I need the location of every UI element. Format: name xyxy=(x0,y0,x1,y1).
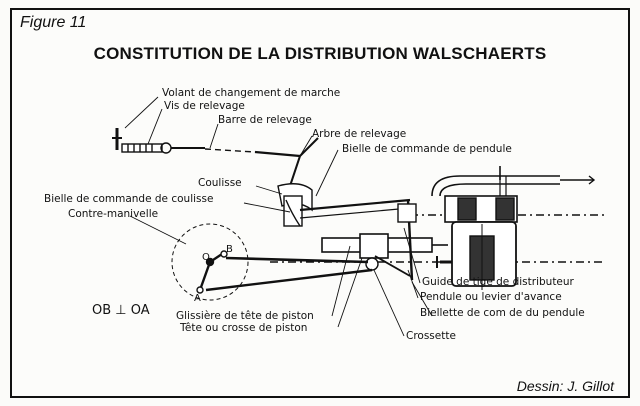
label-guide: Guide de tige de distributeur xyxy=(422,276,574,288)
label-biellette: Biellette de com de du pendule xyxy=(420,307,585,319)
credit: Dessin: J. Gillot xyxy=(516,378,614,394)
valve-chest xyxy=(431,166,596,223)
label-crossette: Crossette xyxy=(406,330,456,342)
letter-a: A xyxy=(194,293,201,304)
crosshead-guide xyxy=(321,233,448,259)
figure-label: Figure 11 xyxy=(20,14,87,31)
letter-o: O xyxy=(202,252,210,263)
label-glissiere: Glissière de tête de piston xyxy=(176,310,314,322)
crank-wheel xyxy=(171,223,249,301)
label-arbre: Arbre de relevage xyxy=(312,128,407,140)
label-pendule: Pendule ou levier d'avance xyxy=(420,291,562,303)
main-cylinder xyxy=(436,221,517,290)
formula-ob-perp-oa: OB ⊥ OA xyxy=(92,303,150,318)
reversing-bar xyxy=(254,137,319,187)
figure-panel xyxy=(10,8,630,398)
leader-lines xyxy=(124,96,433,337)
label-barre: Barre de relevage xyxy=(218,114,312,126)
radius-rod xyxy=(299,198,411,212)
label-tete: Tête ou crosse de piston xyxy=(180,322,308,334)
eccentric-rod xyxy=(205,268,373,292)
label-bielle-pendule: Bielle de commande de pendule xyxy=(342,143,512,155)
expansion-link xyxy=(277,183,313,227)
label-bielle-coulisse: Bielle de commande de coulisse xyxy=(44,193,214,205)
label-contre-manivelle: Contre-manivelle xyxy=(68,208,159,220)
label-volant: Volant de changement de marche xyxy=(162,87,341,99)
connecting-rod xyxy=(225,256,369,264)
screw-rod xyxy=(121,142,256,154)
letter-b: B xyxy=(226,244,233,255)
label-vis: Vis de relevage xyxy=(164,100,245,112)
label-coulisse: Coulisse xyxy=(198,177,242,189)
handwheel-icon xyxy=(112,128,122,150)
radius-rod-lower xyxy=(299,207,411,219)
combination-lever xyxy=(365,199,417,281)
page-title: CONSTITUTION DE LA DISTRIBUTION WALSCHAE… xyxy=(93,44,547,63)
